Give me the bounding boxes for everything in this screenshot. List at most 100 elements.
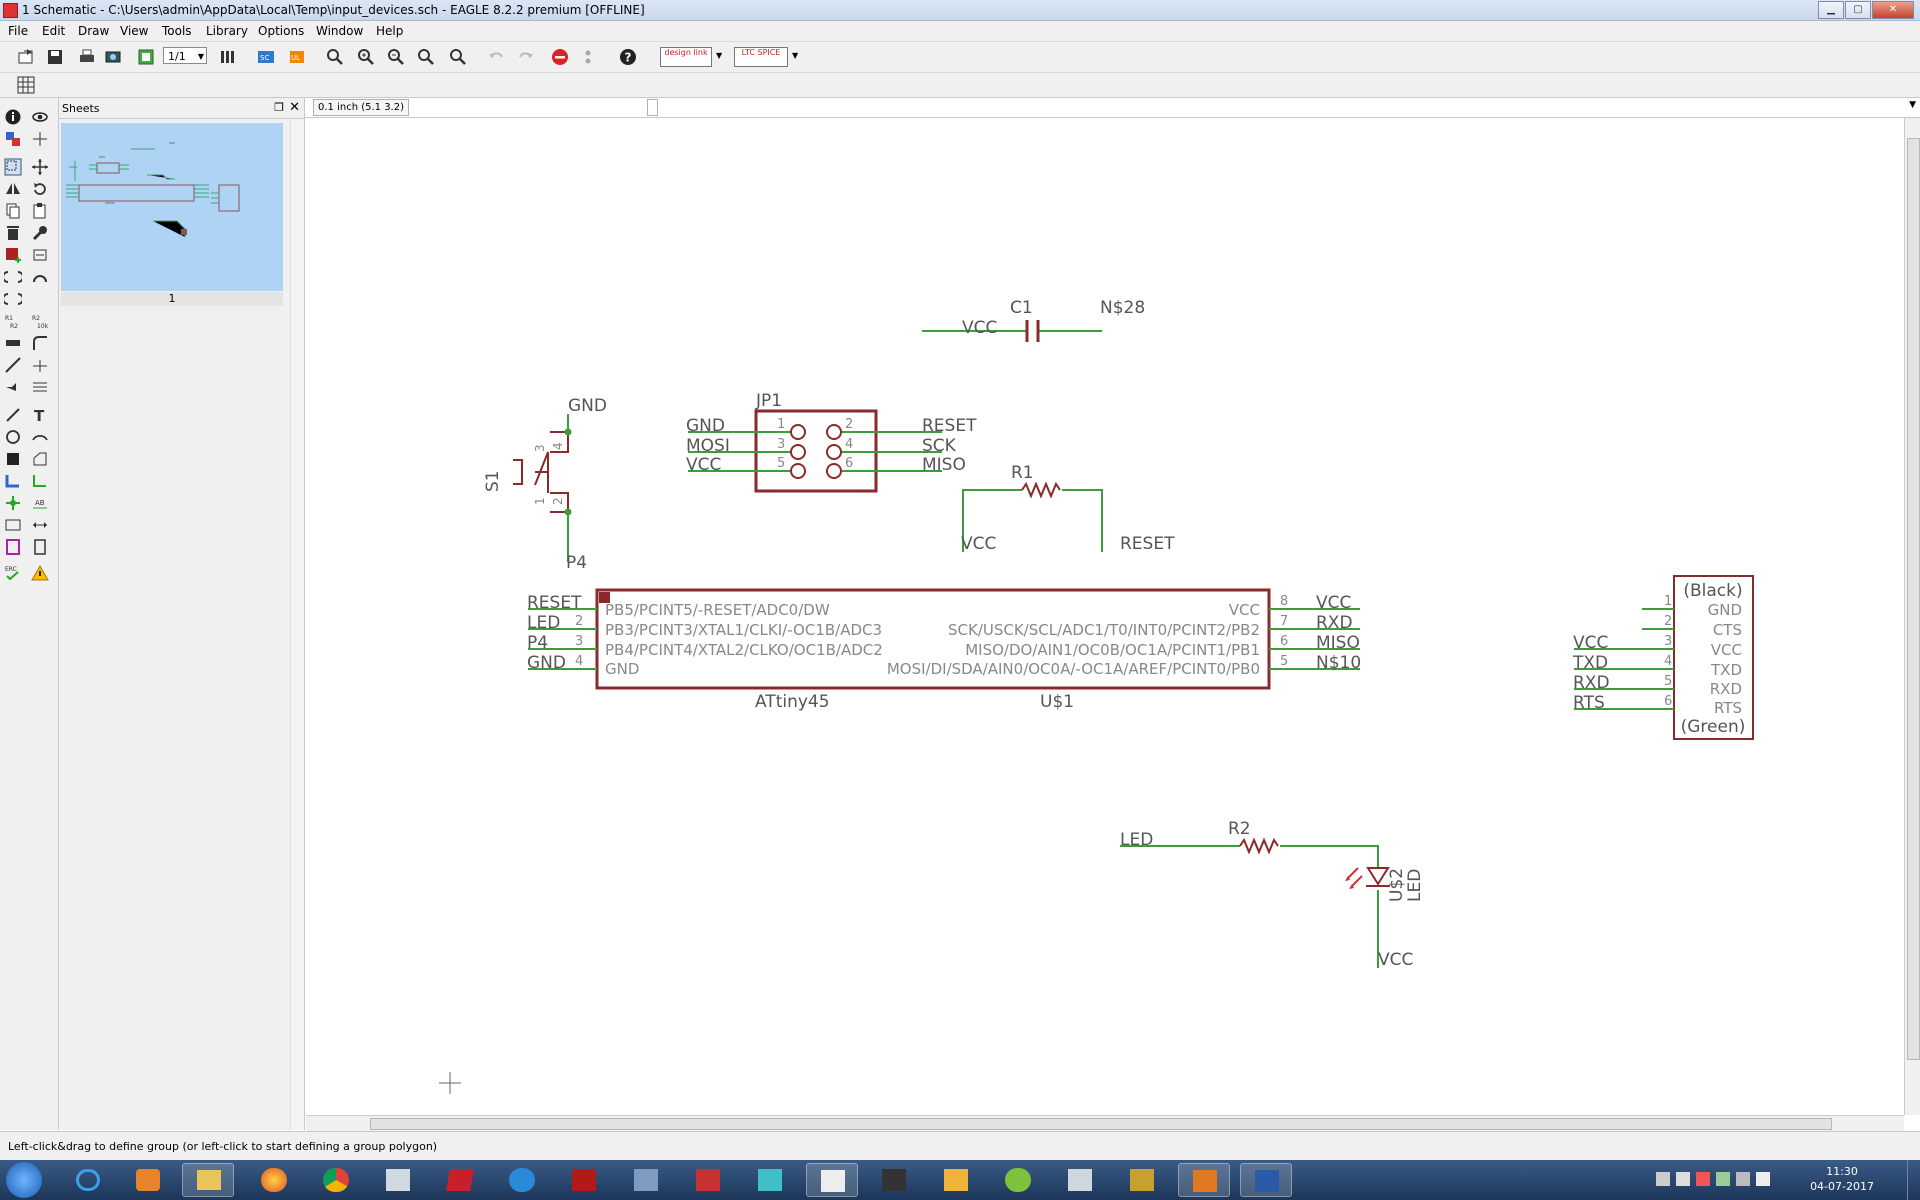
sheet-select[interactable]: 1/1▼ [163,47,207,64]
switch-s1[interactable]: GND P4 S1 3 4 1 2 [483,396,607,573]
close-panel-icon[interactable]: ✕ [289,100,300,115]
taskbar-eagle-icon[interactable] [1178,1163,1230,1197]
tray-expand-icon[interactable] [1676,1172,1690,1186]
mirror-icon[interactable] [4,180,22,198]
menu-window[interactable]: Window [316,24,364,38]
paste-icon[interactable] [31,202,49,220]
attribute-icon[interactable] [4,516,22,534]
command-line-input[interactable] [647,99,658,116]
copy-icon[interactable] [4,202,22,220]
move-icon[interactable] [31,158,49,176]
module-icon[interactable] [31,538,49,556]
junction-icon[interactable] [4,494,22,512]
chevron-down-icon[interactable]: ▼ [792,51,799,60]
taskbar-app-icon[interactable] [1116,1163,1168,1197]
label-icon[interactable]: AB [31,494,49,512]
ulp-icon[interactable]: UL [288,47,308,67]
show-desktop-button[interactable] [1907,1160,1920,1200]
taskbar-ie-icon[interactable] [62,1163,114,1197]
tray-volume-icon[interactable] [1756,1172,1770,1186]
taskbar-app-icon[interactable] [930,1163,982,1197]
ic-attiny45[interactable]: PB5/PCINT5/-RESET/ADC0/DW PB3/PCINT3/XTA… [527,588,1361,712]
frame-icon[interactable] [4,538,22,556]
menu-draw[interactable]: Draw [78,24,110,38]
resistor-r2[interactable]: R2 LED [1120,819,1379,968]
cam-processor-icon[interactable] [103,47,123,67]
chevron-down-icon[interactable]: ▼ [1909,100,1916,110]
wrench-icon[interactable] [31,224,49,242]
taskbar-chrome-icon[interactable] [310,1163,362,1197]
group-select-icon[interactable] [4,158,22,176]
erc-icon[interactable]: ERC [4,564,22,582]
sheet-thumbnail[interactable] [61,123,283,291]
print-icon[interactable] [77,47,97,67]
pinswap-icon[interactable] [4,290,22,308]
menu-library[interactable]: Library [206,24,248,38]
mark-icon[interactable] [31,130,49,148]
zoom-area-icon[interactable] [448,47,468,67]
text-icon[interactable]: T [31,406,49,424]
zoom-in-icon[interactable] [356,47,376,67]
taskbar-app-icon[interactable] [806,1163,858,1197]
start-button[interactable] [6,1162,42,1198]
save-icon[interactable] [45,47,65,67]
zoom-fit-icon[interactable] [325,47,345,67]
optimize-icon[interactable] [31,356,49,374]
horizontal-scroll-thumb[interactable] [370,1118,1832,1130]
taskbar-app-icon[interactable] [868,1163,920,1197]
dimension-icon[interactable] [31,516,49,534]
split-icon[interactable] [4,356,22,374]
tray-display-icon[interactable] [1736,1172,1750,1186]
taskbar-app-icon[interactable] [558,1163,610,1197]
taskbar-firefox-icon[interactable] [248,1163,300,1197]
chevron-down-icon[interactable]: ▼ [716,51,723,60]
menu-options[interactable]: Options [258,24,305,38]
circle-icon[interactable] [4,428,22,446]
smash-icon[interactable] [4,334,22,352]
eagle-app-icon[interactable] [3,3,18,18]
horizontal-scrollbar[interactable] [306,1115,1904,1131]
menu-view[interactable]: View [120,24,149,38]
go-icon[interactable] [578,47,598,67]
undock-icon[interactable]: ❐ [274,101,284,114]
vertical-scroll-thumb[interactable] [1907,138,1920,1060]
taskbar-app-icon[interactable] [744,1163,796,1197]
taskbar-media-player-icon[interactable] [122,1163,174,1197]
sheets-scrollbar[interactable] [290,120,304,1130]
taskbar-app-icon[interactable] [1054,1163,1106,1197]
vertical-scrollbar[interactable] [1904,118,1920,1115]
zoom-redraw-icon[interactable] [416,47,436,67]
display-layers-icon[interactable] [4,130,22,148]
taskbar-app-icon[interactable] [372,1163,424,1197]
line-icon[interactable] [4,406,22,424]
polygon-icon[interactable] [31,450,49,468]
taskbar-app-icon[interactable] [992,1163,1044,1197]
miter-icon[interactable] [31,334,49,352]
taskbar-clock[interactable]: 11:30 04-07-2017 [1810,1164,1874,1194]
swap-gate-icon[interactable] [4,268,22,286]
add-part-icon[interactable] [4,246,22,264]
open-icon[interactable] [16,47,36,67]
schematic-canvas[interactable]: C1 VCC N$28 JP1 GND MOSI VCC RESET SCK M… [306,118,1904,1115]
replace-icon[interactable] [31,246,49,264]
close-button[interactable]: ✕ [1872,1,1914,19]
warning-icon[interactable] [31,564,49,582]
script-icon[interactable]: SC [256,47,276,67]
maximize-button[interactable]: ▢ [1845,1,1871,19]
net-icon[interactable] [31,472,49,490]
ftdi-connector[interactable]: (Black) (Green) GND CTS VCC TXD RXD RTS … [1572,575,1754,740]
library-icon[interactable] [218,47,238,67]
invoke-icon[interactable] [31,268,49,286]
stop-icon[interactable] [550,47,570,67]
ltspice-button[interactable]: LTC SPICE [734,47,788,67]
show-eye-icon[interactable] [31,108,49,126]
menu-file[interactable]: File [8,24,29,38]
delete-icon[interactable] [4,224,22,242]
design-link-button[interactable]: design link [660,47,712,67]
resistor-r1[interactable]: R1 VCC RESET [961,463,1175,554]
taskbar-app-icon[interactable] [682,1163,734,1197]
board-switch-icon[interactable] [136,47,156,67]
taskbar-app-icon[interactable] [620,1163,672,1197]
